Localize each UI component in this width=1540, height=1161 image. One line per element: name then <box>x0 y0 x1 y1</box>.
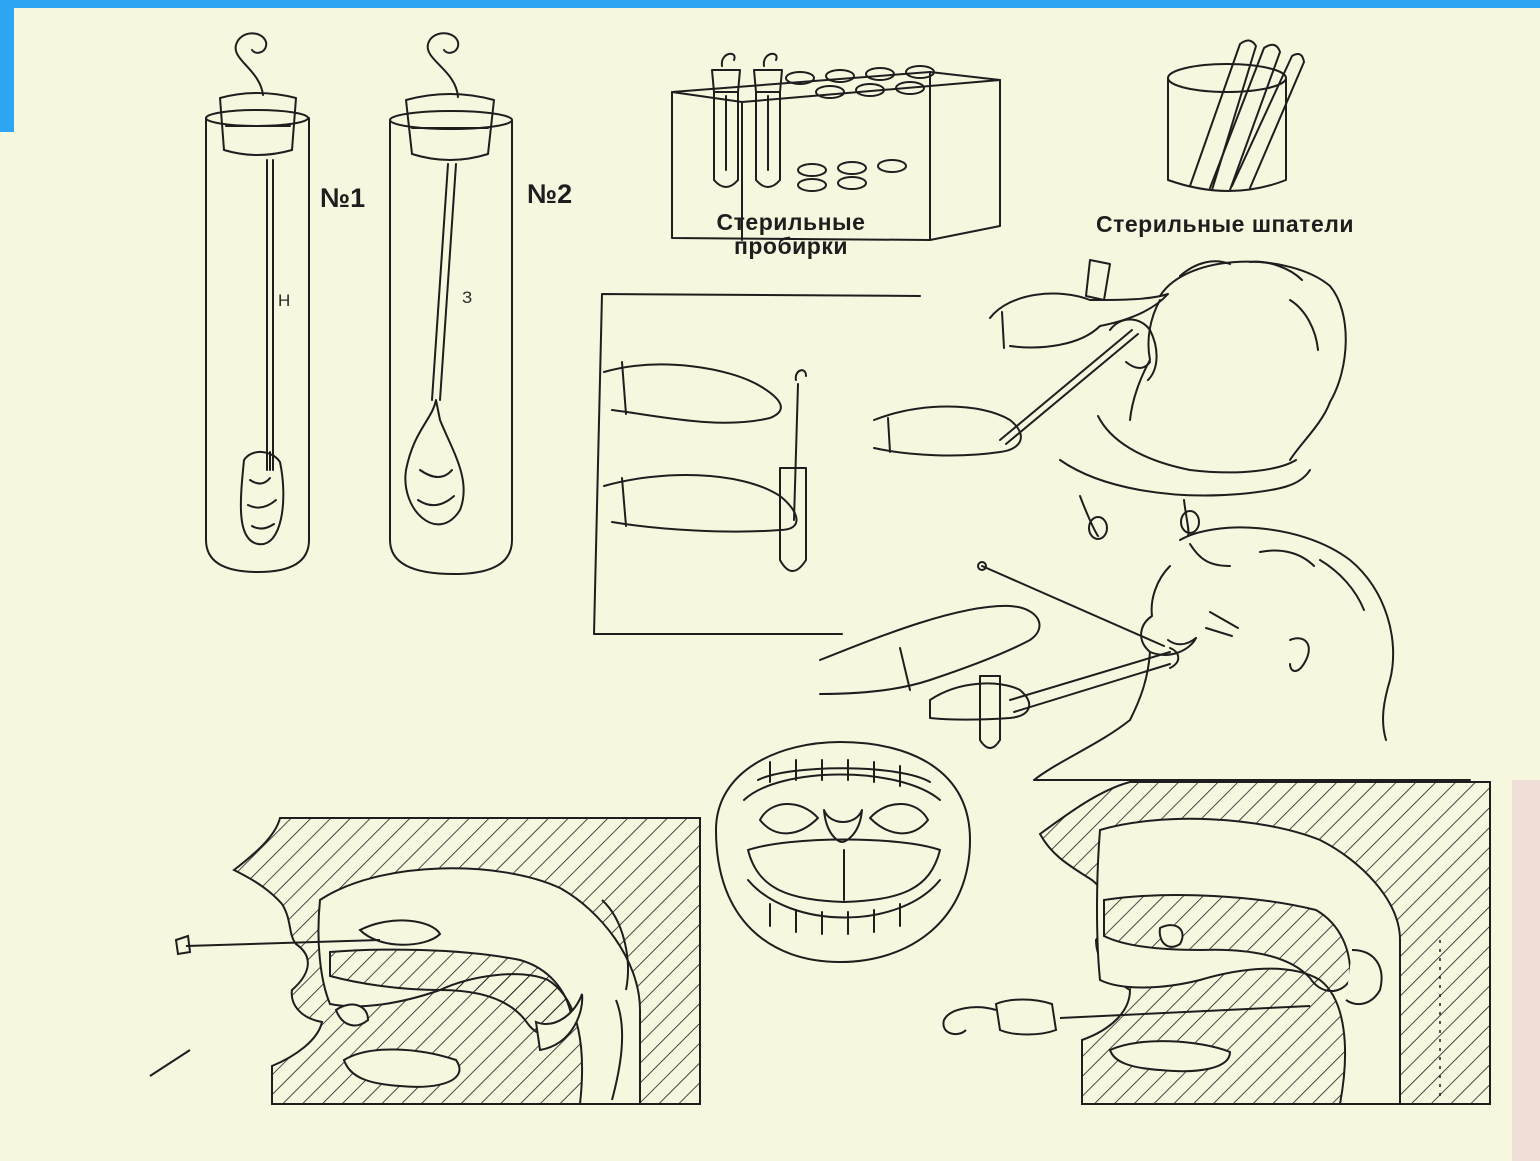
right-edge-tint <box>1512 780 1540 1161</box>
tube-1-label: №1 <box>320 184 365 212</box>
sterile-tubes-caption-line-2: пробирки <box>666 234 916 258</box>
sterile-tubes-caption-line-1: Стерильные <box>666 210 916 234</box>
sterile-spatulas-caption: Стерильные шпатели <box>1020 212 1430 236</box>
sterile-tubes-caption: Стерильные пробирки <box>666 210 916 258</box>
tube-2-label: №2 <box>527 180 572 208</box>
top-accent-bar <box>0 0 1540 8</box>
tube-2-stick-letter: З <box>462 289 472 307</box>
left-accent-bar <box>0 0 14 132</box>
tube-1-stick-letter: Н <box>278 292 290 310</box>
